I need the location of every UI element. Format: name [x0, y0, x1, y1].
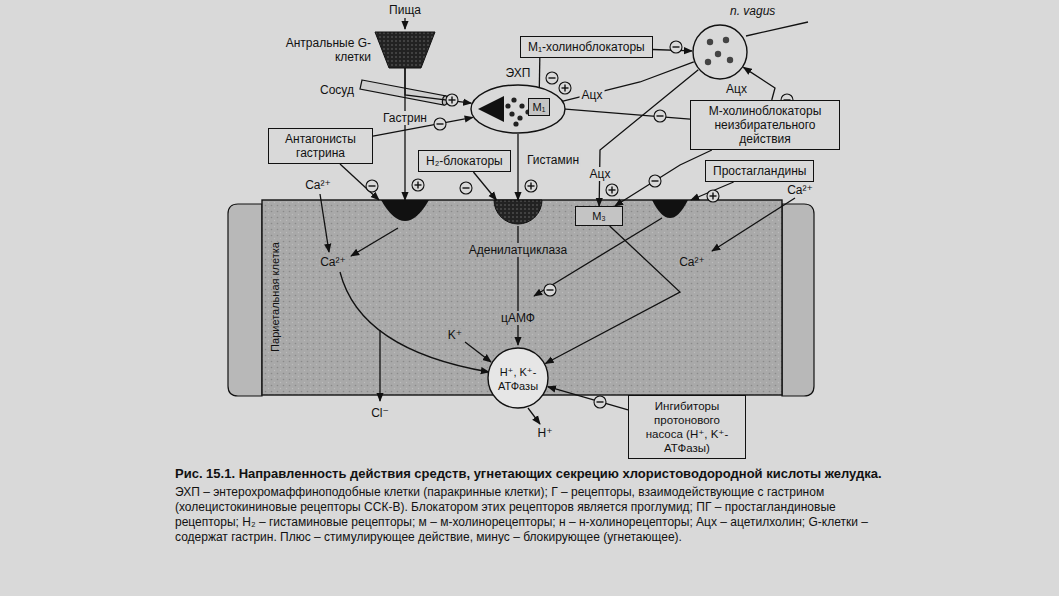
drug-box: М₁-холиноблокаторы	[520, 36, 653, 58]
node-text: М₁	[533, 100, 546, 114]
node-text: H₂-блокаторы	[426, 154, 503, 168]
diagram-label: K⁺	[446, 328, 464, 342]
ecl-nucleus	[478, 96, 504, 122]
cell-signal-lines	[320, 194, 795, 424]
diagram-label: Cl⁻	[369, 406, 391, 420]
node-text: Простагландины	[713, 164, 806, 178]
proton-pump-outline	[488, 348, 548, 408]
node-text: М₃	[592, 209, 606, 223]
neuron-body	[715, 51, 721, 57]
edge-label: Ацх	[588, 167, 613, 181]
node-text: n. vagus	[730, 4, 775, 18]
vagus-ganglion-outline	[693, 25, 747, 79]
minus-sign	[546, 72, 558, 84]
edge-label: Ацх	[580, 88, 605, 102]
drug-box: Простагландины	[705, 160, 814, 182]
neuron-body	[723, 37, 729, 43]
receptor-box: М₁	[528, 98, 550, 116]
connector	[550, 62, 694, 104]
node-text: Антагонисты гастрина	[276, 132, 365, 160]
gastrin-receptor	[381, 200, 429, 221]
diagram-label: Сосуд	[318, 83, 356, 97]
granule	[519, 103, 524, 108]
connector	[517, 134, 518, 200]
drug-box: М-холиноблокаторы неизбирательного дейст…	[690, 100, 840, 150]
node-text: М₁-холиноблокаторы	[528, 40, 645, 54]
antral-shape	[375, 32, 435, 68]
connector	[743, 67, 775, 100]
plus-sign	[606, 184, 618, 196]
connector	[340, 164, 379, 200]
edge-label: Гастрин	[381, 111, 429, 125]
antral-cells: Антральные G-клетки	[283, 30, 437, 70]
connector	[599, 70, 698, 206]
food-arrow	[404, 18, 405, 29]
proton-pump: H⁺, K⁺-АТФазы	[487, 347, 549, 409]
ecl-cell-outline	[471, 85, 565, 133]
connector	[550, 108, 690, 119]
connector	[405, 68, 471, 103]
minus-sign	[594, 396, 606, 408]
granule	[509, 111, 514, 116]
node-text: М-холиноблокаторы неизбирательного дейст…	[698, 104, 832, 146]
diagram-label: Ca²⁺	[677, 255, 707, 269]
minus-sign	[460, 182, 472, 194]
plus-sign	[525, 180, 537, 192]
histamine-receptor	[494, 200, 542, 224]
antral-cells-shape	[375, 32, 435, 68]
diagram-label: Ca²⁺	[303, 178, 333, 192]
node-text: H⁺, K⁺-АТФазы	[491, 365, 545, 393]
diagram-label: Ca²⁺	[318, 255, 348, 269]
diagram-label: H⁺	[536, 426, 555, 440]
ecl-cell: ЭХП М₁	[470, 66, 566, 134]
caption-block: Рис. 15.1. Направленность действия средс…	[175, 466, 887, 545]
node-text: Ингибиторы протонового насоса (H⁺, K⁺-АТ…	[636, 399, 738, 455]
drug-box: Антагонисты гастрина	[268, 128, 373, 164]
minus-sign	[654, 110, 666, 122]
drug-box: Ингибиторы протонового насоса (H⁺, K⁺-АТ…	[628, 395, 746, 459]
granule	[517, 115, 522, 120]
connector	[473, 172, 496, 200]
node-text: Париетальная клетка	[268, 242, 282, 352]
vagus-ganglion: n. vagusАцх	[692, 24, 748, 80]
receptor-box: М₃	[575, 206, 623, 226]
drug-box: H₂-блокаторы	[418, 150, 511, 172]
minus-sign	[366, 180, 378, 192]
vagus-ganglion-shape	[692, 24, 748, 80]
granule	[505, 103, 510, 108]
figure-caption: Рис. 15.1. Направленность действия средс…	[175, 466, 887, 482]
prostaglandin-receptor	[652, 200, 688, 218]
edge-label: Гистамин	[525, 153, 581, 167]
plus-sign	[707, 190, 719, 202]
granule	[511, 97, 516, 102]
plus-sign	[412, 179, 424, 191]
minus-sign	[434, 118, 446, 130]
granule	[513, 121, 518, 126]
diagram-label: Аденилатциклаза	[467, 243, 570, 257]
vagus-nerve	[746, 22, 808, 36]
diagram-label: Пища	[387, 3, 423, 17]
neuron-body	[727, 57, 733, 63]
plus-sign	[446, 94, 458, 106]
connector	[548, 387, 628, 410]
caption-note: ЭХП – энтерохромаффиноподобные клетки (п…	[175, 485, 887, 545]
vessel-tube	[360, 80, 448, 105]
parietal-cell: Париетальная клетка М₃ H⁺, K⁺-АТФазы	[262, 200, 782, 395]
diagram-label: цАМФ	[499, 311, 537, 325]
node-text: ЭХП	[470, 66, 566, 80]
neuron-body	[707, 39, 713, 45]
neuron-body	[705, 59, 711, 65]
minus-sign	[649, 175, 661, 187]
minus-sign	[670, 41, 682, 53]
minus-sign	[544, 284, 556, 296]
plus-sign	[559, 82, 571, 94]
diagram-label: Ca²⁺	[785, 183, 815, 197]
node-text: Антральные G-клетки	[283, 36, 371, 64]
ecl-cell-shape	[470, 84, 566, 134]
node-text: Ацх	[726, 82, 747, 96]
